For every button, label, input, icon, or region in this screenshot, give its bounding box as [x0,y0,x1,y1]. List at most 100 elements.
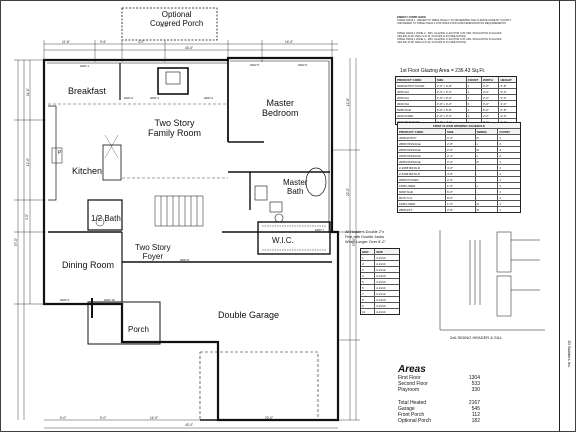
table-cell: 10 [362,309,366,314]
table-cell: 2868 EXT. [399,207,413,212]
area-value: 533 [471,381,480,388]
table-cell: 3040 DH [397,101,409,106]
table-cell: 1 [497,183,520,188]
table-cell: - [474,189,498,194]
glazing-title: 1st Floor Glazing Area = 236.43 Sq.Ft. [400,68,486,74]
room-label-kitchen: Kitchen [72,166,103,176]
table-cell: 2-2468 BIFOLD [399,171,421,176]
dimension-bottom-c: 14'-0" [150,416,159,420]
table-cell: 4 [362,273,364,278]
dimension-top-d: 14'-0" [285,40,294,44]
table-cell: R [474,159,498,164]
table-cell: 9070 O.H. [399,195,413,200]
table-cell: 3'-0" [480,101,499,106]
table-cell: R [474,201,498,206]
room-label-family-room: Two Story Family Room [148,118,202,138]
area-row: First Floor 1304 [398,375,480,381]
column-header: SIZE [434,77,466,82]
table-cell: 1 [497,171,520,176]
header-row-header: HDR SIZE [361,249,399,254]
table-cell: 2 [465,113,481,118]
table-cell: 2068 PASSAGE [399,159,421,164]
table-cell: 2'-8" [445,207,475,212]
room-label-master-bedroom: Master Bedroom [262,98,299,118]
table-cell: 4'-0" [445,165,475,170]
table-cell: - [474,171,498,176]
table-cell: 5'-0" [498,95,516,100]
area-value: 1304 [468,375,480,381]
column-header: PRODUCT CODE [397,77,422,82]
table-cell: 2668 POCKET [399,177,419,182]
notes-title: ENERGY COMPLIANCE [397,16,427,19]
area-value: 330 [471,387,480,394]
area-label: Playroom [398,387,420,394]
column-header: SIZE [374,249,399,254]
header-tag: HDR 8 [180,258,190,262]
title-block: JG Builders Inc. [559,0,576,432]
table-cell: 3050 DH [397,89,409,94]
table-cell: 2'-0" x 2'-0" [434,113,466,118]
table-cell: - [474,165,498,170]
column-header: WIDTH [480,77,499,82]
table-cell: 4 [465,89,481,94]
opening-schedule-table: FIRST FLOOR OPENING SCHEDULE PRODUCT COD… [397,122,521,213]
dimension-top-b: 9'-6" [100,40,107,44]
header-tag: HDR 6 [298,63,308,67]
table-cell: - [474,195,498,200]
header-tag: HDR 5 [250,63,260,67]
table-cell: 2020 FIXED [397,113,414,118]
notes-line: TABLE N1102.1 ZONE 4 - MIN. GLAZING U-FA… [397,38,502,42]
table-cell: 2'-4" [445,153,475,158]
table-cell: 3'-0" x 5'-0" [434,89,466,94]
room-label-pantry: P [58,150,62,156]
dimension-overall-depth-left: 57'-0" [14,237,19,247]
dimension-bottom-a: 6'-0" [60,416,67,420]
area-label: Garage [398,406,415,413]
header-tag: HDR 10 [104,298,115,302]
table-cell: 6'-8" [498,107,516,112]
table-cell: 5'-0" [498,89,516,94]
table-cell: 1 [497,201,520,206]
table-cell: 1 [465,83,481,88]
table-cell: R [474,147,498,152]
table-cell: 6'-0" [480,107,499,112]
room-label-wic: W.I.C. [272,236,294,245]
header-note: All Headers Double 2"x Fine with Double … [345,230,386,244]
table-cell: 1668 LINEN [399,183,416,188]
dimension-top-c: 4'-0" [138,40,145,44]
table-cell: 3 [465,101,481,106]
table-cell: 2668 PASSAGE [399,147,421,152]
table-cell: 2'-0" [445,159,475,164]
table-cell: 2-2x10 [374,279,399,284]
table-cell: 2-2x10 [374,285,399,290]
column-header: HDR [362,249,369,254]
dimension-overall-width-bottom: 43'-0" [185,423,194,427]
table-cell: 3'-0" x 4'-0" [434,101,466,106]
areas-title: Areas [398,364,426,375]
dimension-garage-width: 20'-0" [265,416,274,420]
table-cell: 6068 SGD [399,189,414,194]
area-label: First Floor [398,375,421,381]
table-cell: 1 [497,195,520,200]
table-cell: 1'-6" [445,183,475,188]
dimension-porch-width: 16'-6" [160,24,169,28]
table-cell: 3068 ENTRY DOOR [397,83,425,88]
